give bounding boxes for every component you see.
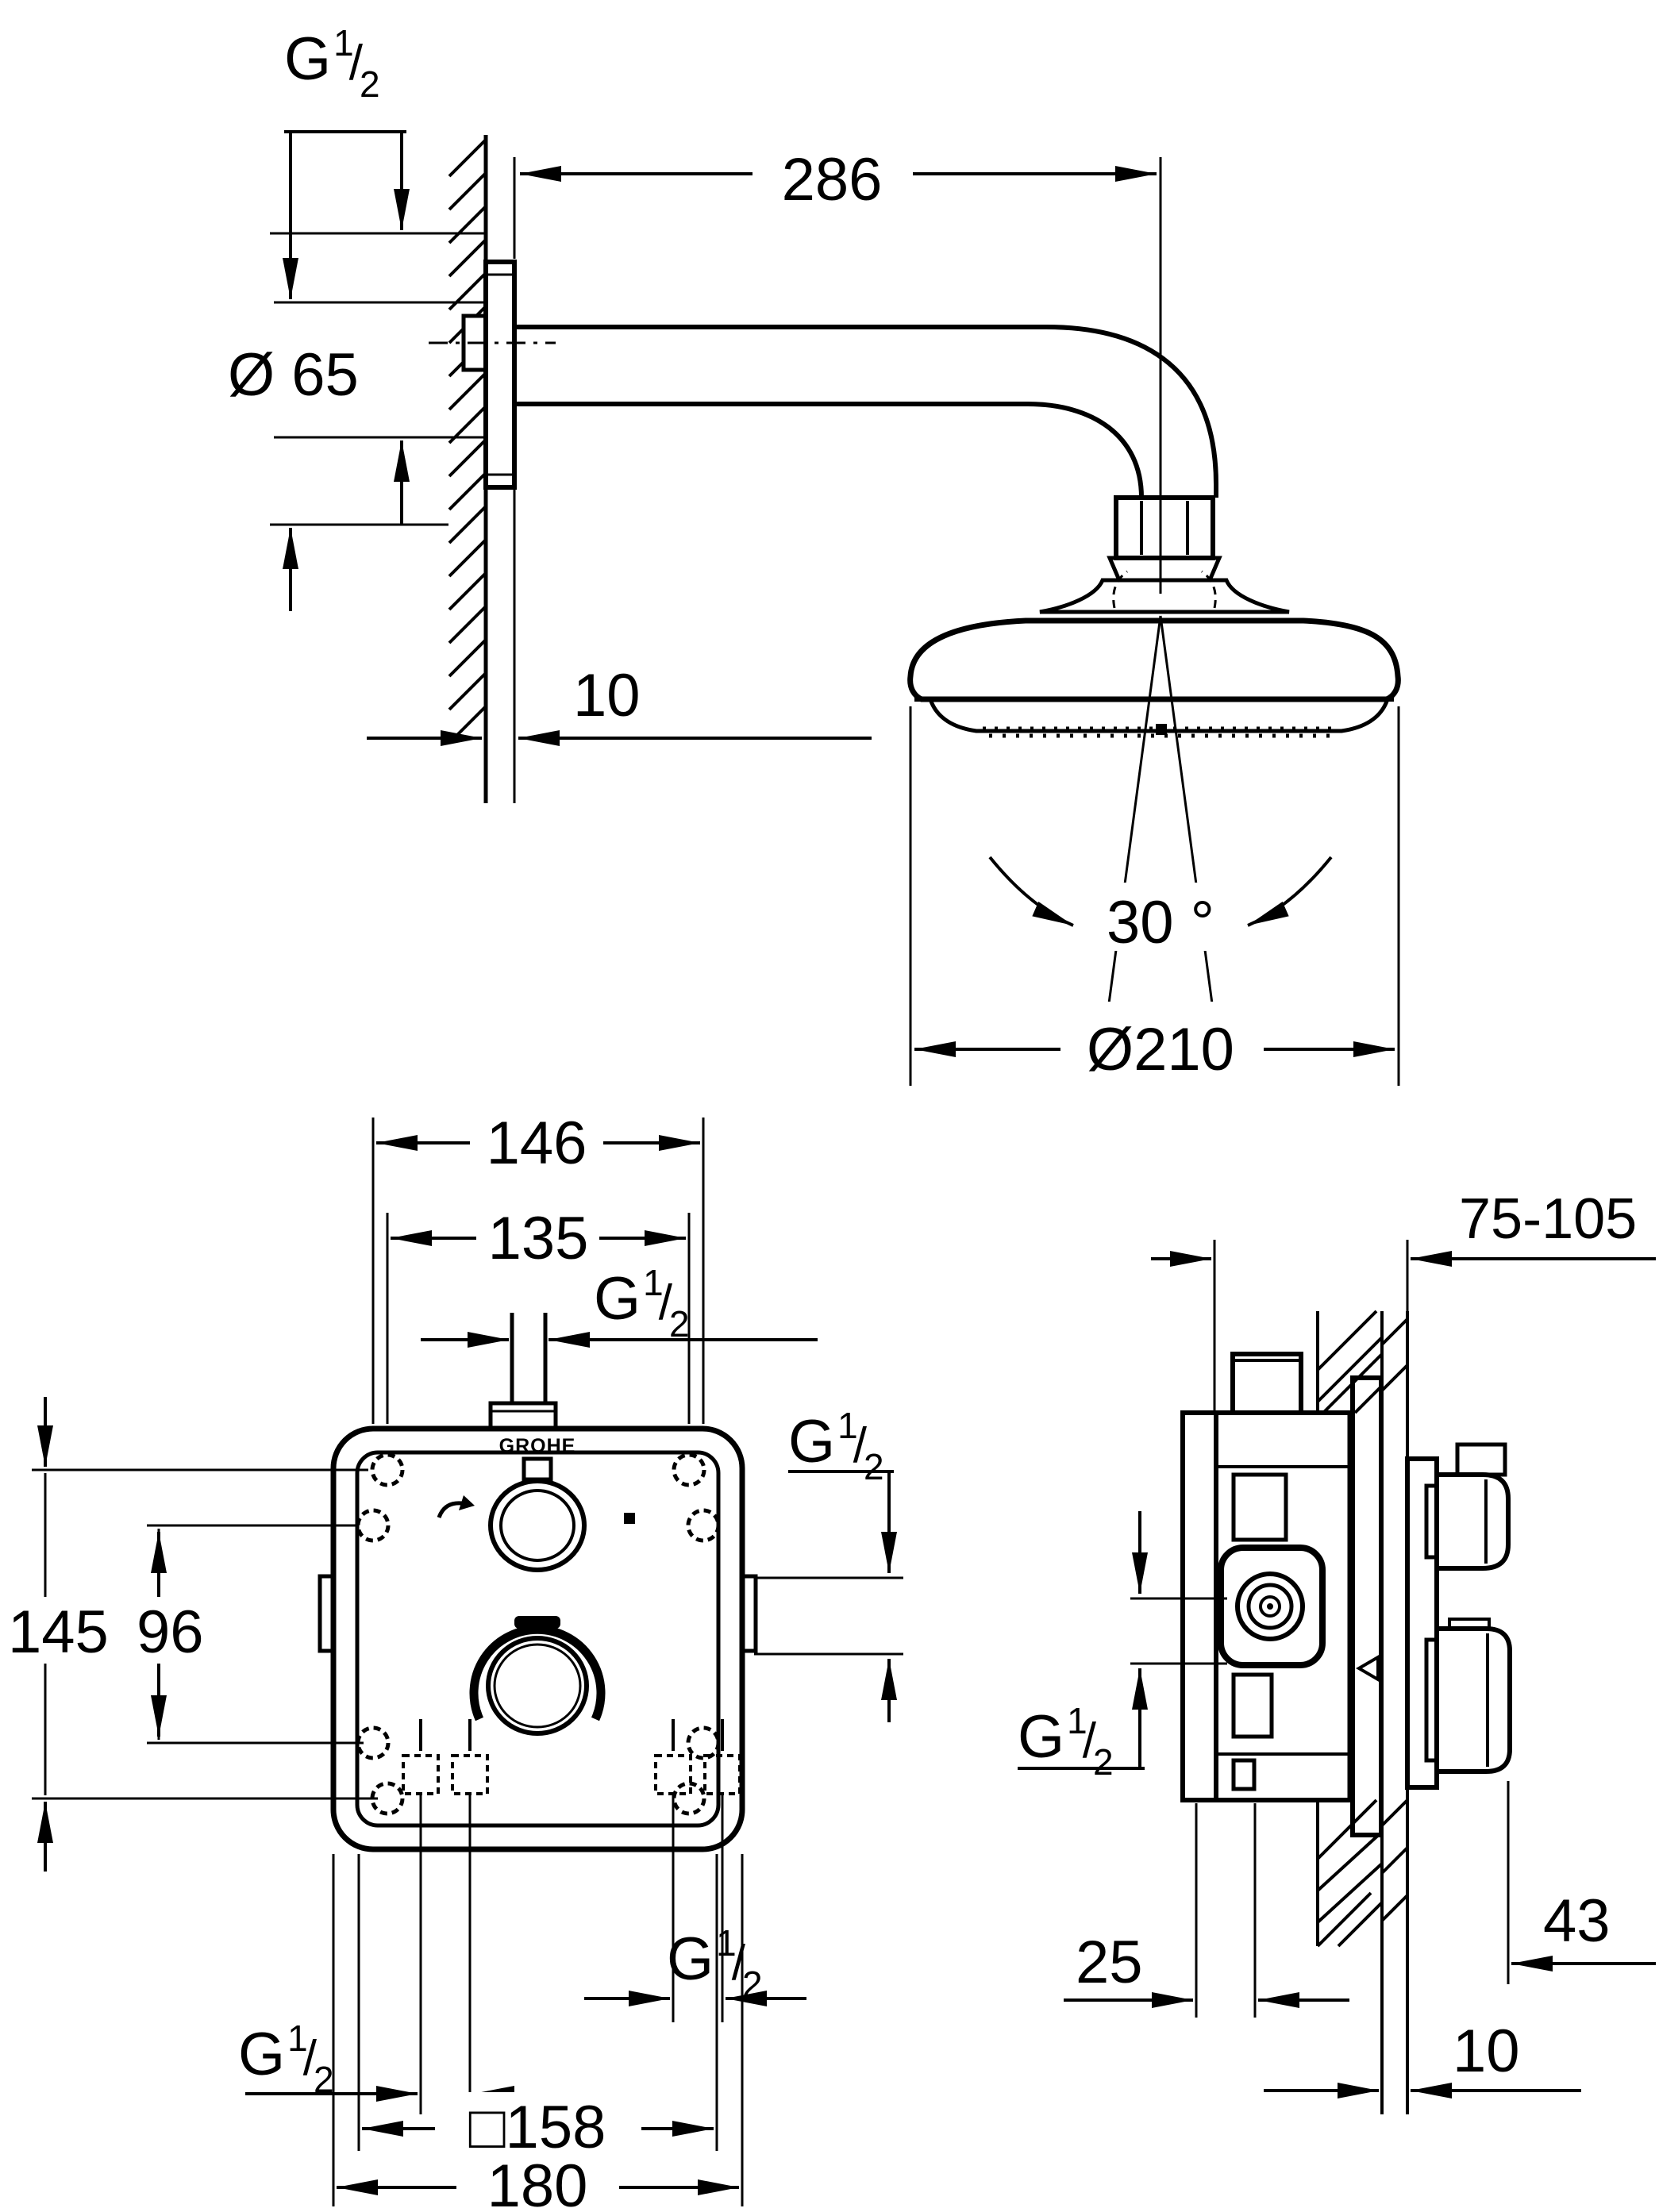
- thread-label: G1/2: [788, 1405, 884, 1487]
- inlet-housing: [1218, 1545, 1326, 1668]
- screw-boss: [356, 1508, 391, 1543]
- box-width-outer-label: 146: [487, 1110, 587, 1177]
- top-view-shower-arm: 30 °: [429, 135, 1401, 1034]
- dim-outer-width: 180: [332, 1854, 744, 2212]
- service-stop: [451, 1754, 489, 1795]
- wall-hatch: [1316, 1798, 1409, 1948]
- screw-boss: [686, 1508, 721, 1543]
- handle-depth-label: 43: [1543, 1887, 1611, 1955]
- spray-angle-label: 30 °: [1107, 889, 1214, 956]
- dim-thread-right-outlet: G1/2: [754, 1405, 903, 1722]
- head-diameter-label: Ø210: [1087, 1016, 1234, 1083]
- top-inlet-collar: [488, 1401, 558, 1431]
- dim-plate-square: □158: [357, 1854, 718, 2161]
- screw-boss: [686, 1725, 721, 1760]
- front-view-mixer-box: 146 135 G1/2 GROHE: [318, 1110, 818, 1852]
- dim-thread-top-left: G1/2: [283, 22, 410, 299]
- tilt-arrow-left: [988, 856, 1074, 927]
- wall-hatch: [1316, 1310, 1409, 1414]
- finish-thickness-label: 10: [1453, 2018, 1520, 2085]
- inlet-fitting: [1235, 1571, 1305, 1641]
- service-stop: [654, 1754, 692, 1795]
- wall-offset-label: 10: [573, 662, 641, 729]
- plaster-shield: [1350, 1375, 1384, 1837]
- dim-arm-length: 286: [513, 146, 1162, 594]
- depth-marker-icon: [1356, 1654, 1380, 1683]
- center-nozzle: [1156, 724, 1167, 735]
- box-height-label: 145: [8, 1598, 109, 1666]
- side-outlet-right: [739, 1574, 758, 1653]
- mounting-depth-label: 75-105: [1459, 1187, 1637, 1251]
- thread-label: G1/2: [594, 1262, 690, 1345]
- temp-mark-icon: [624, 1513, 635, 1524]
- screw-boss: [370, 1781, 405, 1816]
- dim-box-height: 145 96: [0, 1397, 378, 1872]
- thermostat-knob: [488, 1479, 587, 1572]
- rough-in-box-inner: [355, 1450, 721, 1828]
- nut-collar: [1107, 556, 1222, 583]
- screw-boss: [672, 1781, 706, 1816]
- dim-thread-bottom-left: G1/2: [238, 1795, 560, 2114]
- shower-arm-inner: [514, 402, 1144, 498]
- service-stop: [703, 1754, 741, 1795]
- front-offset-label: 25: [1076, 1929, 1143, 1996]
- lower-cartridge: [1231, 1672, 1274, 1739]
- head-bell: [1039, 578, 1290, 614]
- dim-flange-diameter: Ø 65: [228, 232, 484, 611]
- upper-cartridge: [1231, 1472, 1288, 1542]
- volume-knob-grip: [469, 1625, 606, 1722]
- box-width-inner-label: 135: [488, 1205, 589, 1272]
- escutcheon: [483, 260, 517, 490]
- plate-square-label: □158: [469, 2094, 606, 2161]
- dim-thread-bottom-right: G1/2: [584, 1795, 806, 2022]
- inlet-spacing-label: 96: [137, 1598, 204, 1666]
- screw-boss: [370, 1452, 405, 1487]
- side-outlet-left: [318, 1574, 337, 1653]
- volume-knob: [486, 1636, 589, 1736]
- knob-pointer: [514, 1616, 560, 1629]
- trim-plate: [1405, 1456, 1439, 1790]
- dim-wall-offset: 10: [367, 489, 872, 803]
- mounting-plate: [1180, 1410, 1218, 1802]
- flange-diameter-label: Ø 65: [228, 341, 359, 409]
- thread-label: G1/2: [284, 22, 380, 105]
- side-view-section: 75-105: [1018, 1187, 1656, 2114]
- arm-nut: [1114, 495, 1215, 560]
- shower-arm-outer: [514, 325, 1218, 498]
- thread-label: G1/2: [1018, 1700, 1114, 1783]
- thread-label: G1/2: [667, 1922, 763, 2005]
- thermostat-handle-side: [1434, 1472, 1511, 1571]
- screw-boss: [672, 1452, 706, 1487]
- dim-head-diameter: Ø210: [909, 706, 1400, 1086]
- outer-width-label: 180: [487, 2152, 588, 2212]
- thread-label: G1/2: [238, 2018, 334, 2100]
- service-stop: [402, 1754, 440, 1795]
- tilt-arrow-right: [1247, 856, 1333, 927]
- rotate-icon: [437, 1501, 463, 1518]
- top-outlet-stub: [1230, 1352, 1303, 1415]
- screw-boss: [356, 1725, 391, 1760]
- wall-hatch: [448, 138, 487, 744]
- brand-logo: GROHE: [499, 1435, 576, 1457]
- arm-length-label: 286: [782, 146, 883, 214]
- volume-handle-side: [1434, 1626, 1512, 1774]
